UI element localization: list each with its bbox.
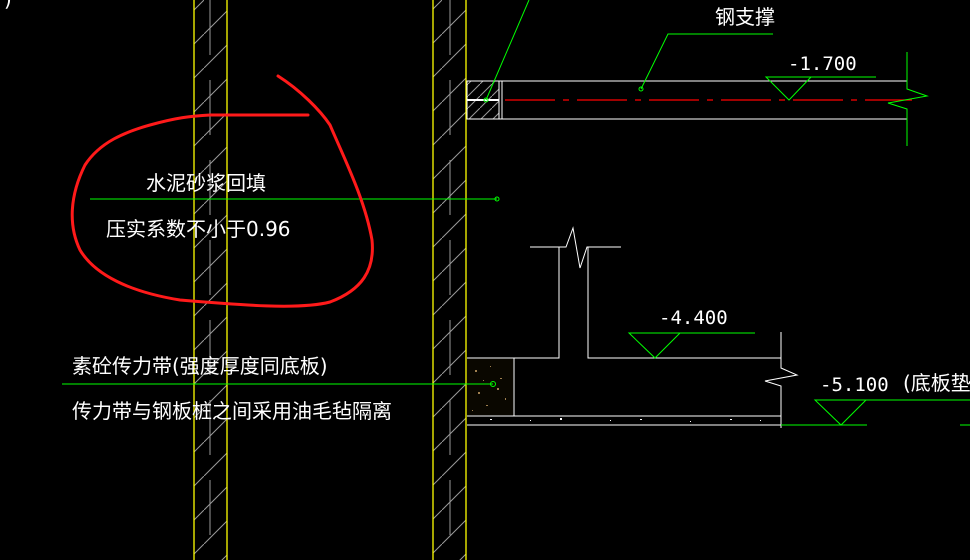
red-markup-circle (70, 74, 374, 308)
transfer-band-label-2: 传力带与钢板桩之间采用油毛毡隔离 (72, 399, 392, 423)
backfill-label-2: 压实系数不小于0.96 (106, 217, 291, 241)
elevation-brace-label: -1.700 (788, 53, 857, 75)
brace-leader (483, 0, 773, 103)
steel-brace-label: 钢支撑 (715, 5, 775, 29)
elevation-step-label: -4.400 (659, 307, 728, 329)
steel-brace (466, 52, 929, 146)
sheet-pile-right (432, 0, 467, 560)
elevation-marker-step (627, 332, 755, 359)
top-left-fragment: ) (4, 0, 12, 11)
transfer-band-label-1: 素砼传力带(强度厚度同底板) (72, 354, 328, 378)
elevation-slab-label: -5.100 (820, 374, 889, 396)
floor-slab (467, 226, 799, 428)
blinding-speckle (490, 418, 761, 422)
sheet-pile-left (193, 0, 228, 560)
floor-slab-note: (底板垫 (903, 371, 970, 395)
break-line (887, 52, 929, 146)
elevation-marker-brace (764, 76, 876, 101)
concrete-speckle (472, 366, 506, 411)
elevation-marker-slab (813, 399, 970, 426)
transfer-band-concrete (467, 359, 513, 415)
backfill-label-1: 水泥砂浆回填 (146, 171, 266, 195)
